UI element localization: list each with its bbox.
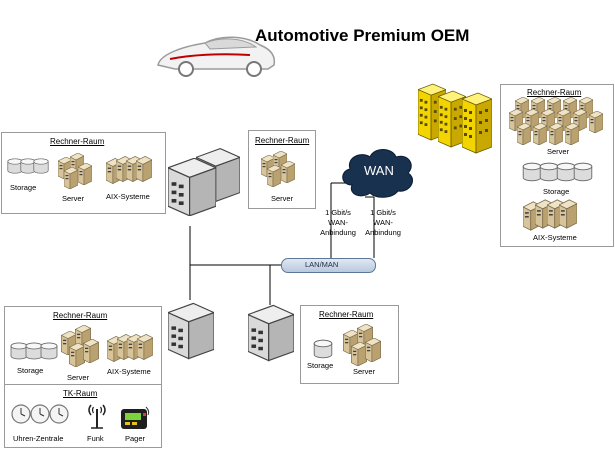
room-title: Rechner-Raum	[527, 88, 582, 97]
storage-icon	[7, 158, 49, 174]
connection-label-right: 1 Gbit/s WAN- Anbindung	[359, 208, 407, 238]
wan-cloud-icon	[342, 149, 413, 198]
server-icon	[168, 302, 214, 360]
storage-label: Storage	[543, 187, 570, 196]
funk-label: Funk	[87, 434, 104, 443]
clocks-label: Uhren-Zentrale	[13, 434, 64, 443]
main-server-icon	[168, 148, 240, 216]
connection-line: WAN-	[328, 218, 348, 227]
server-label: Server	[67, 373, 90, 382]
storage-icon	[522, 162, 593, 182]
room-tk: TK-Raum Uhren-Zentrale Funk Pager	[4, 384, 162, 448]
aix-label: AIX-Systeme	[533, 233, 577, 242]
room-title: Rechner-Raum	[53, 311, 108, 320]
server-icon	[343, 324, 381, 366]
storage-icon	[313, 339, 333, 359]
connection-label-left: 1 Gbit/s WAN- Anbindung	[314, 208, 362, 238]
storage-label: Storage	[10, 183, 37, 192]
server-cluster-icon	[509, 97, 603, 145]
connection-line: 1 Gbit/s	[370, 208, 396, 217]
car-logo-icon	[157, 36, 276, 77]
aix-label: AIX-Systeme	[106, 192, 150, 201]
room-right: Rechner-Raum Server Storage AIX-Systeme	[500, 84, 614, 247]
room-title: Rechner-Raum	[50, 137, 105, 146]
clock-icon	[11, 404, 69, 424]
connection-line: Anbindung	[320, 228, 356, 237]
server-label: Server	[547, 147, 570, 156]
antenna-icon	[88, 404, 106, 429]
wan-label: WAN	[364, 163, 394, 178]
server-label: Server	[353, 367, 376, 376]
lan-label: LAN/MAN	[305, 260, 339, 269]
server-icon	[61, 325, 99, 367]
server-label: Server	[62, 194, 85, 203]
pager-label: Pager	[125, 434, 146, 443]
room-title: Rechner-Raum	[319, 310, 374, 319]
room-title: TK-Raum	[63, 389, 98, 398]
aix-label: AIX-Systeme	[107, 367, 151, 376]
storage-label: Storage	[17, 366, 44, 375]
aix-systems-icon	[107, 333, 153, 363]
connection-line: WAN-	[373, 218, 393, 227]
building-icon	[418, 83, 492, 154]
server-label: Server	[271, 194, 294, 203]
room-title: Rechner-Raum	[255, 136, 310, 145]
aix-systems-icon	[106, 155, 152, 185]
pager-icon	[121, 406, 150, 429]
storage-icon	[10, 342, 58, 360]
server-icon	[248, 304, 294, 362]
server-icon	[261, 151, 295, 187]
room-top-middle: Rechner-Raum Server	[248, 130, 316, 209]
server-icon	[58, 153, 92, 189]
aix-systems-icon	[523, 199, 577, 231]
lan-man-bus	[281, 258, 376, 273]
room-top-left: Rechner-Raum Storage Server AIX-Systeme	[1, 132, 166, 214]
room-bottom-middle: Rechner-Raum Storage Server	[300, 305, 399, 384]
storage-label: Storage	[307, 361, 334, 370]
connection-line: Anbindung	[365, 228, 401, 237]
connection-line: 1 Gbit/s	[325, 208, 351, 217]
room-bottom-left: Rechner-Raum Storage Server AIX-Systeme	[4, 306, 162, 386]
page-title: Automotive Premium OEM	[255, 26, 470, 45]
